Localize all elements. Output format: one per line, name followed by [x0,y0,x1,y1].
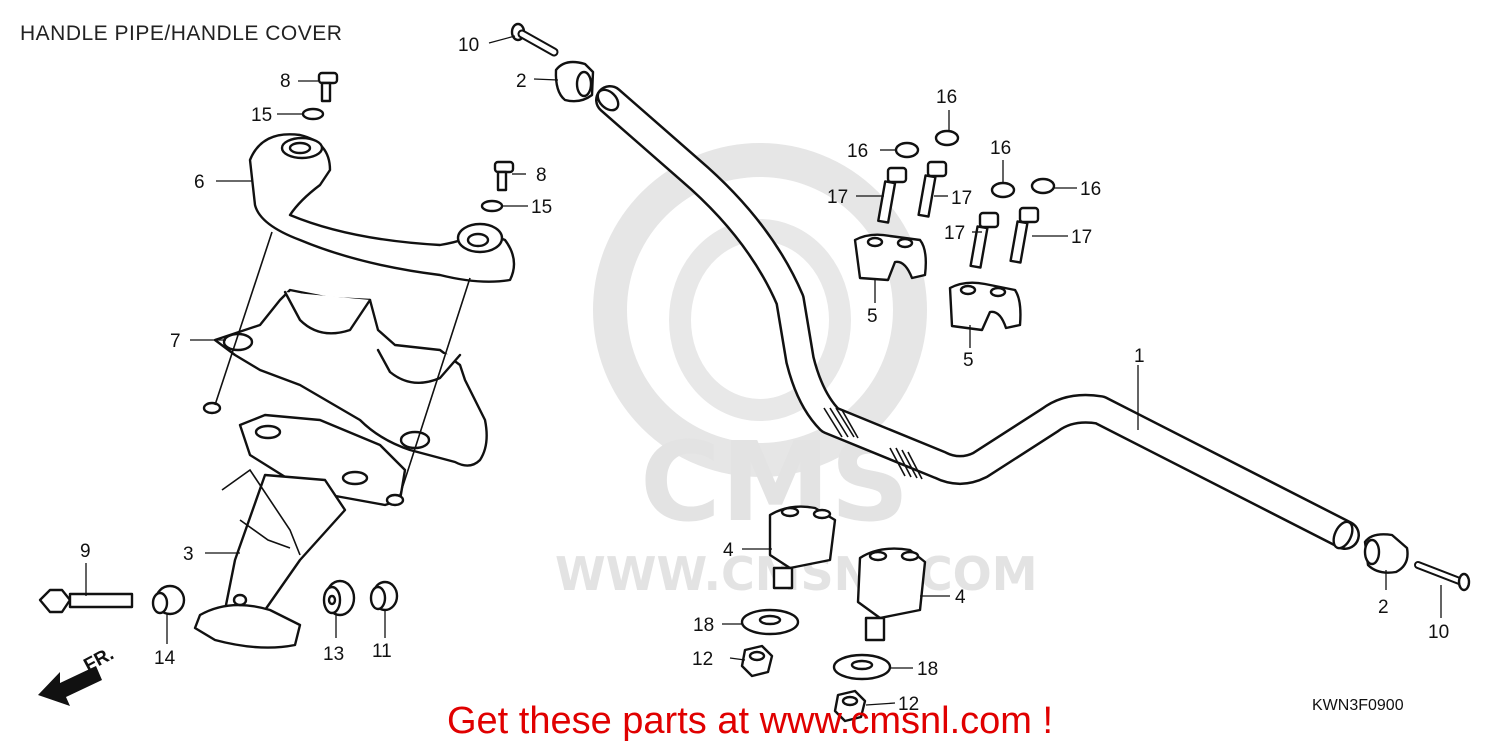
callout-2-left: 2 [516,71,527,92]
caps-16 [894,129,1056,199]
bolt-10-left [510,22,559,57]
callout-2-right: 2 [1378,597,1389,618]
callout-8-lower: 8 [536,165,547,186]
callout-16-b: 16 [936,87,957,108]
handle-weight-right [1363,533,1409,574]
screw-8-upper [317,71,339,103]
callout-16-a: 16 [847,141,868,162]
callout-16-c: 16 [990,138,1011,159]
callout-6: 6 [194,172,205,193]
handle-post [193,468,347,649]
callout-5-right: 5 [963,350,974,371]
callout-18-lower: 18 [917,659,938,680]
callout-16-d: 16 [1080,179,1101,200]
callout-8-upper: 8 [280,71,291,92]
watermark-ring [593,143,927,477]
lower-holders-4 [768,505,927,642]
callout-labels: 1 2 2 3 4 4 5 5 6 7 8 8 9 10 10 11 12 12… [80,35,1449,715]
washers-18 [740,608,892,681]
callout-14: 14 [154,648,176,669]
callout-15-upper: 15 [251,105,272,126]
upper-holders-5 [853,233,1022,332]
callout-17-d: 17 [1071,227,1092,248]
callout-4-right: 4 [955,587,966,608]
callout-18-upper: 18 [693,615,714,636]
front-arrow: FR. [38,644,117,706]
callout-9: 9 [80,541,91,562]
handle-weight-left [554,60,595,103]
callout-10-left: 10 [458,35,479,56]
callout-4-left: 4 [723,540,734,561]
callout-7: 7 [170,331,181,352]
bolts-17 [877,160,1040,269]
collar-14 [151,584,186,616]
bolt-10-right [1414,561,1471,592]
callout-12-left: 12 [692,649,713,670]
callout-17-b: 17 [951,188,972,209]
diagram-code: KWN3F0900 [1312,697,1404,714]
promo-link[interactable]: Get these parts at www.cmsnl.com ! [446,700,1054,742]
handle-stay-plate [202,401,407,507]
callout-5-left: 5 [867,306,878,327]
washer-15-lower [480,199,504,213]
callout-17-a: 17 [827,187,848,208]
handle-cover-lower [213,288,488,467]
handle-cover-upper [248,133,516,283]
nuts-12 [740,644,867,723]
callout-12-right: 12 [898,694,919,715]
callout-15-lower: 15 [531,197,552,218]
callout-3: 3 [183,544,194,565]
collar-13 [322,579,356,617]
callout-11: 11 [372,641,392,662]
assembly-guides [214,231,471,496]
diagram-title: HANDLE PIPE/HANDLE COVER [20,22,343,45]
leader-lines [85,35,1442,706]
callout-17-c: 17 [944,223,965,244]
callout-10-right: 10 [1428,622,1449,643]
callout-1: 1 [1134,346,1145,367]
bolt-9 [38,588,134,614]
nut-11 [369,580,399,612]
screw-8-lower [493,160,515,192]
handle-pipe [595,85,1360,550]
callout-13: 13 [323,644,344,665]
washer-15-upper [301,107,325,121]
